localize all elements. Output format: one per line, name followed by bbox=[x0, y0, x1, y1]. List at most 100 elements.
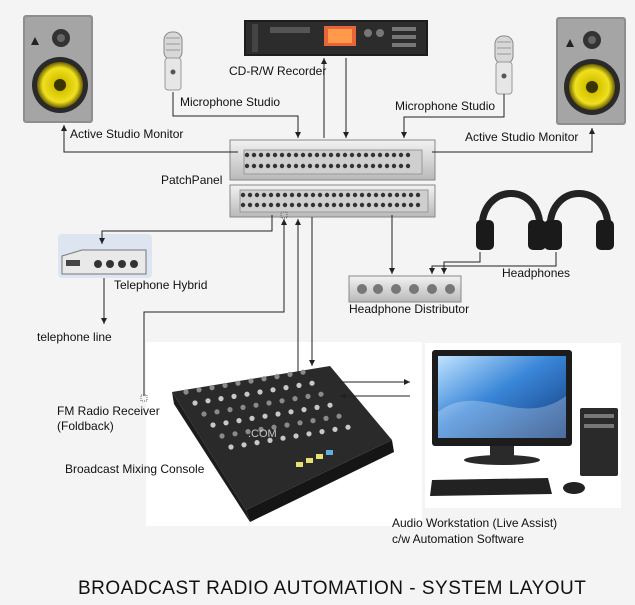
label-automation-software: c/w Automation Software bbox=[392, 532, 525, 546]
knob bbox=[262, 413, 268, 419]
jack bbox=[384, 163, 390, 169]
jack bbox=[258, 152, 264, 158]
telephone-hybrid-icon bbox=[58, 234, 152, 278]
knob bbox=[249, 415, 255, 421]
jack bbox=[352, 192, 358, 198]
cd-recorder-icon bbox=[244, 20, 428, 56]
jack bbox=[401, 202, 407, 208]
jack bbox=[296, 202, 302, 208]
knob bbox=[296, 382, 302, 388]
knob bbox=[254, 440, 260, 446]
watermark: .COM bbox=[248, 428, 277, 440]
jack bbox=[251, 163, 257, 169]
knob bbox=[231, 393, 237, 399]
label-fm-receiver: FM Radio Receiver bbox=[57, 404, 160, 418]
knob bbox=[236, 418, 242, 424]
jack bbox=[398, 152, 404, 158]
label-microphone-right: Microphone Studio bbox=[395, 99, 496, 113]
speaker-icon bbox=[23, 15, 93, 123]
jack bbox=[359, 202, 365, 208]
jack bbox=[405, 152, 411, 158]
jack bbox=[345, 192, 351, 198]
jack bbox=[328, 152, 334, 158]
knob bbox=[288, 409, 294, 415]
knob bbox=[257, 389, 263, 395]
jack bbox=[373, 192, 379, 198]
jack bbox=[377, 163, 383, 169]
jack bbox=[282, 202, 288, 208]
jack bbox=[370, 152, 376, 158]
jack bbox=[289, 192, 295, 198]
fm-receiver-connector bbox=[140, 394, 148, 402]
jack bbox=[359, 192, 365, 198]
knob bbox=[300, 369, 306, 375]
jack bbox=[394, 202, 400, 208]
jack bbox=[405, 163, 411, 169]
jack bbox=[331, 192, 337, 198]
jack bbox=[279, 152, 285, 158]
jack bbox=[307, 152, 313, 158]
knob bbox=[314, 404, 320, 410]
knob bbox=[241, 442, 247, 448]
knob bbox=[275, 411, 281, 417]
jack bbox=[394, 192, 400, 198]
headphones-icon bbox=[476, 190, 546, 250]
jack bbox=[286, 163, 292, 169]
jack bbox=[363, 163, 369, 169]
patch-jacks bbox=[240, 152, 421, 208]
knob bbox=[219, 433, 225, 439]
jack bbox=[261, 192, 267, 198]
knob bbox=[336, 413, 342, 419]
jack bbox=[387, 192, 393, 198]
jack bbox=[324, 192, 330, 198]
jack bbox=[373, 202, 379, 208]
jack bbox=[289, 202, 295, 208]
jack bbox=[300, 163, 306, 169]
jack bbox=[268, 192, 274, 198]
jack bbox=[342, 152, 348, 158]
knob bbox=[287, 371, 293, 377]
jack bbox=[415, 192, 421, 198]
knob bbox=[309, 380, 315, 386]
knob bbox=[318, 391, 324, 397]
headphone-amp-icon bbox=[348, 275, 462, 303]
jack bbox=[279, 163, 285, 169]
knob bbox=[284, 422, 290, 428]
label-monitor-left: Active Studio Monitor bbox=[70, 127, 184, 141]
knob bbox=[201, 411, 207, 417]
jack bbox=[380, 202, 386, 208]
knob bbox=[240, 404, 246, 410]
jack bbox=[272, 152, 278, 158]
knob bbox=[319, 429, 325, 435]
jack bbox=[415, 202, 421, 208]
jack bbox=[349, 152, 355, 158]
jack bbox=[317, 202, 323, 208]
knob bbox=[209, 385, 215, 391]
jack bbox=[314, 152, 320, 158]
jack bbox=[377, 152, 383, 158]
jack bbox=[303, 192, 309, 198]
jack bbox=[244, 163, 250, 169]
mixer-buttons bbox=[296, 450, 333, 467]
knob bbox=[267, 437, 273, 443]
knob bbox=[253, 402, 259, 408]
speaker-icon bbox=[556, 17, 626, 125]
knob bbox=[274, 374, 280, 380]
knob bbox=[301, 407, 307, 413]
label-telephone-hybrid: Telephone Hybrid bbox=[114, 278, 208, 292]
jack bbox=[321, 163, 327, 169]
jack bbox=[296, 192, 302, 198]
jack bbox=[391, 152, 397, 158]
jack bbox=[328, 163, 334, 169]
jack bbox=[342, 163, 348, 169]
label-cd-recorder: CD-R/W Recorder bbox=[229, 64, 327, 78]
jack bbox=[275, 202, 281, 208]
knob bbox=[283, 385, 289, 391]
jack bbox=[254, 192, 260, 198]
knob bbox=[223, 420, 229, 426]
knob bbox=[196, 387, 202, 393]
jack bbox=[265, 163, 271, 169]
knob bbox=[218, 396, 224, 402]
knob bbox=[261, 376, 267, 382]
knob bbox=[345, 424, 351, 430]
